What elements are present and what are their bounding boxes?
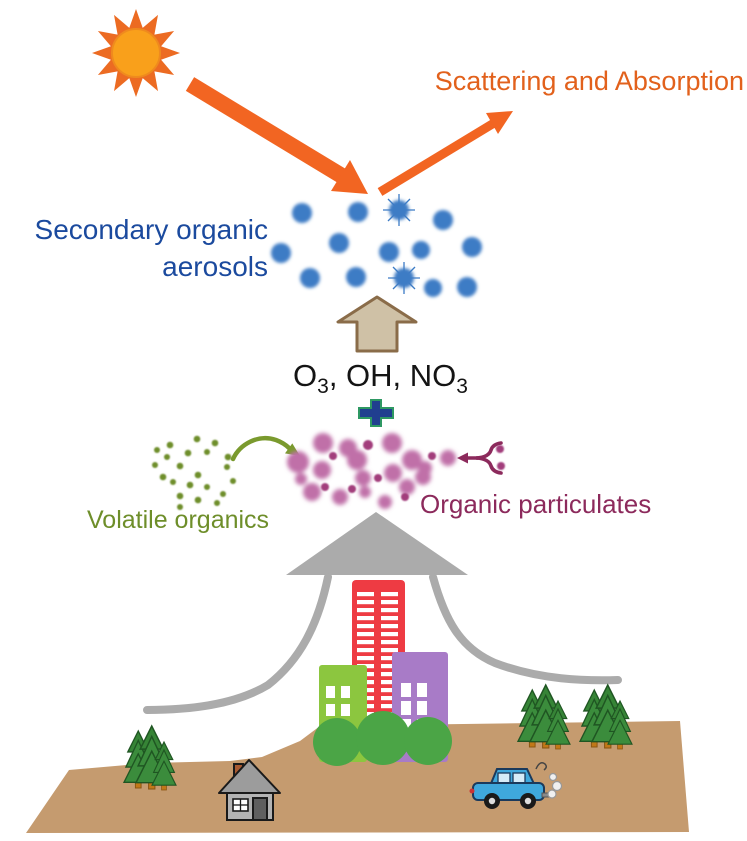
voc-dots-icon [152, 435, 236, 510]
volatile-organics-label: Volatile organics [87, 506, 270, 534]
particulate-dots-icon [287, 433, 505, 509]
plus-icon [358, 399, 394, 427]
secondary-organic-aerosols-label: Secondary organic aerosols [35, 211, 268, 285]
sunlight-arrow-icon [185, 77, 368, 194]
buildings-icon [313, 580, 452, 766]
brace-arrow-icon [457, 441, 503, 475]
scattered-light-arrow-icon [377, 111, 513, 196]
bushes-icon [313, 711, 452, 766]
house-icon [218, 759, 281, 821]
up-arrow-icon [336, 295, 418, 353]
scattering-absorption-label: Scattering and Absorption [434, 66, 744, 96]
sun-icon [92, 9, 180, 97]
aerosol-dots-icon [271, 194, 482, 297]
soa-label-line1: Secondary organic [34, 214, 268, 245]
oxidants-label: O3, OH, NO3 [293, 358, 468, 399]
organic-particulates-label: Organic particulates [420, 489, 652, 519]
city-plume-icon [143, 512, 622, 714]
car-icon [469, 762, 563, 809]
soa-label-line2: aerosols [162, 251, 268, 282]
